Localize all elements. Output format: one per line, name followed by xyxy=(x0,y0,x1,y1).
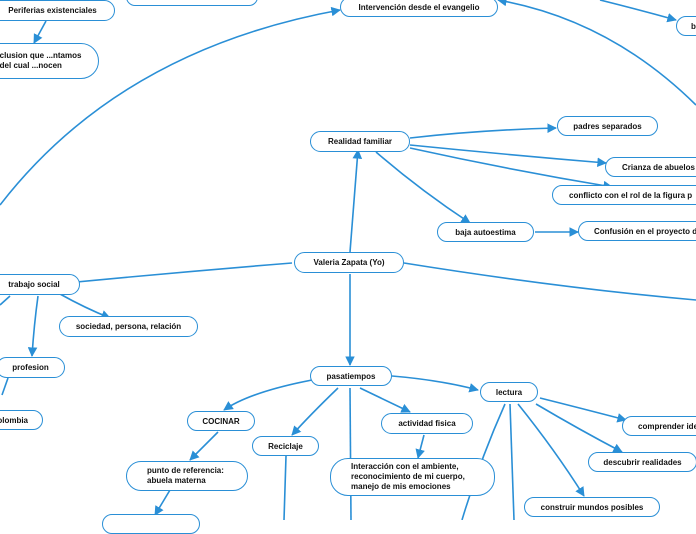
node-pasatiempos[interactable]: pasatiempos xyxy=(310,366,392,386)
node-sociedad-label: sociedad, persona, relación xyxy=(75,322,182,331)
node-top-right[interactable]: b xyxy=(676,16,696,36)
edge-lectura-construir xyxy=(517,403,585,497)
edge-realidad-padres xyxy=(409,123,557,139)
node-comprender[interactable]: comprender ide xyxy=(622,416,696,436)
edge-pasatiempos-down xyxy=(349,387,352,520)
edge-actividad-interaccion xyxy=(415,434,425,459)
edge-realidad-autoestima xyxy=(375,151,471,224)
node-construir-label: construir mundos posibles xyxy=(540,502,644,512)
node-profesion-label: profesion xyxy=(12,363,49,372)
node-top-right-label: b xyxy=(691,21,696,31)
node-trabajo-social[interactable]: trabajo social xyxy=(0,274,80,295)
node-pasatiempos-label: pasatiempos xyxy=(326,371,376,381)
edge-cocinar-punto xyxy=(189,431,219,461)
node-padres-separados[interactable]: padres separados xyxy=(557,116,658,136)
node-lectura-label: lectura xyxy=(495,387,523,397)
edge-punto-down xyxy=(154,489,171,516)
partial-top-node[interactable] xyxy=(126,0,258,6)
mind-map-canvas xyxy=(0,0,696,520)
edge-trabajo-sociedad xyxy=(59,293,111,320)
node-interaccion-label: Interacción con el ambiente, reconocimie… xyxy=(351,462,465,491)
node-conflicto-rol[interactable]: conflicto con el rol de la figura p xyxy=(552,185,696,205)
edge-pasatiempos-actividad xyxy=(359,387,411,413)
node-intervencion-label: Intervención desde el evangelio xyxy=(358,2,480,12)
node-reciclaje-label: Reciclaje xyxy=(268,441,303,451)
edge-curve-left-top xyxy=(0,6,341,206)
edge-pasatiempos-reciclaje xyxy=(291,387,339,436)
node-comprender-label: comprender ide xyxy=(638,421,696,431)
node-conflicto-rol-label: conflicto con el rol de la figura p xyxy=(569,190,693,200)
node-confusion-proyecto-label: Confusión en el proyecto d xyxy=(594,226,696,236)
edge-valeria-trabajo xyxy=(65,262,293,287)
node-baja-autoestima-label: baja autoestima xyxy=(455,227,516,237)
node-trabajo-social-label: trabajo social xyxy=(8,280,60,289)
node-actividad-fisica[interactable]: actividad fisica xyxy=(381,413,473,434)
node-padres-separados-label: padres separados xyxy=(573,121,642,131)
node-reciclaje[interactable]: Reciclaje xyxy=(252,436,319,456)
node-construir[interactable]: construir mundos posibles xyxy=(524,497,660,517)
edge-curve-right-top xyxy=(497,0,696,106)
node-descubrir-label: descubrir realidades xyxy=(603,457,682,467)
node-baja-autoestima[interactable]: baja autoestima xyxy=(437,222,534,242)
node-crianza-abuelos[interactable]: Crianza de abuelos xyxy=(605,157,696,177)
partial-bottom-node[interactable] xyxy=(102,514,200,534)
edge-topright-to-b xyxy=(599,0,677,23)
edge-realidad-conflicto xyxy=(409,147,613,191)
edge-lectura-down-b xyxy=(509,403,515,520)
edge-pasatiempos-cocinar xyxy=(223,379,313,411)
node-confusion-proyecto[interactable]: Confusión en el proyecto d xyxy=(578,221,696,241)
node-interaccion[interactable]: Interacción con el ambiente, reconocimie… xyxy=(330,458,495,496)
edge-trabajo-profesion xyxy=(27,295,39,357)
node-profesion[interactable]: profesion xyxy=(0,357,65,378)
edge-reciclaje-down xyxy=(283,455,287,520)
node-periferias[interactable]: Periferias existenciales xyxy=(0,0,115,21)
node-periferias-label: Periferias existenciales xyxy=(8,6,97,15)
node-exclusion[interactable]: ...clusion que ...ntamos y del cual ...n… xyxy=(0,43,99,79)
node-valeria-central[interactable]: Valeria Zapata (Yo) xyxy=(294,252,404,273)
node-realidad-familiar-label: Realidad familiar xyxy=(327,137,393,146)
node-cocinar[interactable]: COCINAR xyxy=(187,411,255,431)
edge-valeria-right xyxy=(403,262,696,301)
edge-trabajo-left xyxy=(0,295,11,306)
node-exclusion-label: ...clusion que ...ntamos y del cual ...n… xyxy=(0,51,82,70)
node-realidad-familiar[interactable]: Realidad familiar xyxy=(310,131,410,152)
node-colombia[interactable]: olombia xyxy=(0,410,43,430)
node-descubrir[interactable]: descubrir realidades xyxy=(588,452,696,472)
edge-periferias-exclusion xyxy=(33,20,47,44)
node-actividad-fisica-label: actividad fisica xyxy=(398,419,456,428)
edge-valeria-realidad xyxy=(349,149,363,253)
node-colombia-label: olombia xyxy=(0,415,28,425)
node-lectura[interactable]: lectura xyxy=(480,382,538,402)
edge-lectura-comprender xyxy=(539,397,627,423)
node-valeria-label: Valeria Zapata (Yo) xyxy=(313,258,385,267)
node-cocinar-label: COCINAR xyxy=(202,416,240,426)
node-sociedad[interactable]: sociedad, persona, relación xyxy=(59,316,198,337)
edge-realidad-crianza xyxy=(409,144,607,168)
node-crianza-abuelos-label: Crianza de abuelos xyxy=(622,162,695,172)
node-punto-referencia[interactable]: punto de referencia: abuela materna xyxy=(126,461,248,491)
edge-lectura-descubrir xyxy=(535,403,623,453)
edge-pasatiempos-lectura xyxy=(391,375,479,393)
node-intervencion[interactable]: Intervención desde el evangelio xyxy=(340,0,498,17)
node-punto-referencia-label: punto de referencia: abuela materna xyxy=(147,466,224,485)
edge-profesion-colombia xyxy=(1,377,9,396)
